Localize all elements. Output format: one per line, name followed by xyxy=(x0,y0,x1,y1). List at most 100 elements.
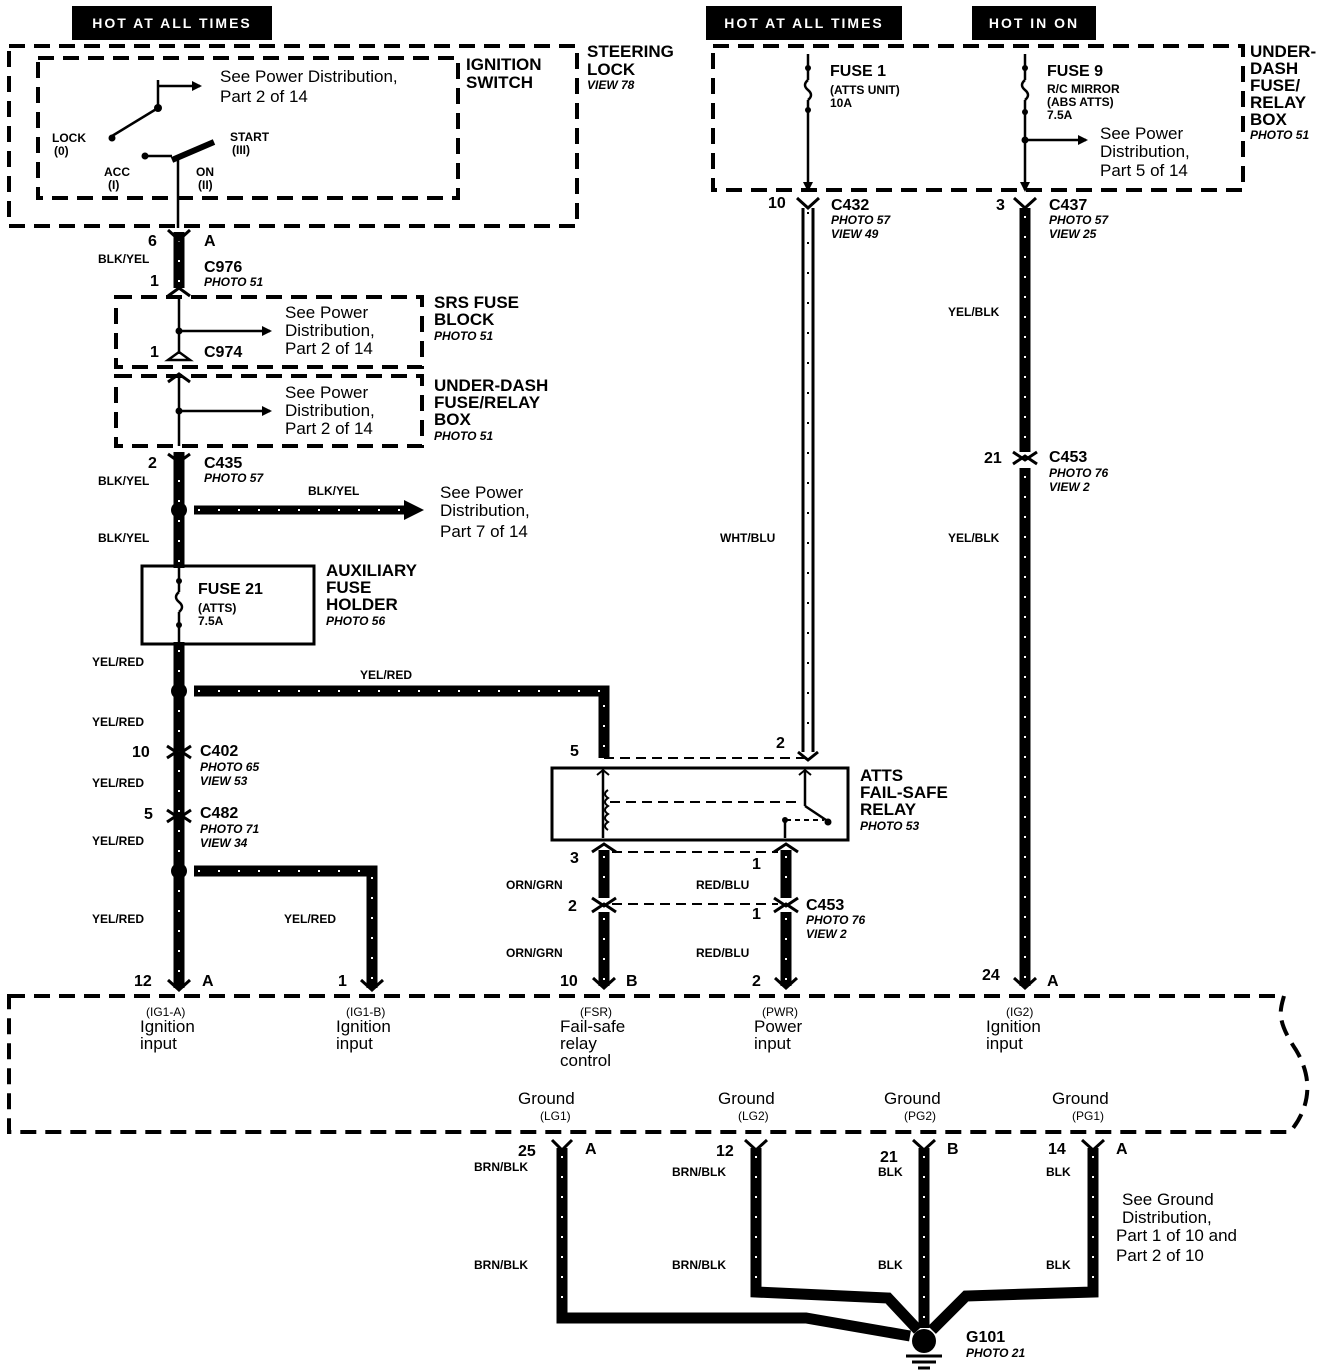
ground-2-label: Ground xyxy=(718,1089,775,1108)
yel-blk-wire xyxy=(1012,196,1038,991)
ground-3-wire-2: BLK xyxy=(878,1258,903,1272)
hot-badge-right: HOT IN ON xyxy=(972,6,1096,40)
c976-photo: PHOTO 51 xyxy=(204,275,263,289)
unit-p5-line2: input xyxy=(986,1034,1023,1053)
g101-name: G101 xyxy=(966,1329,1005,1346)
fuse1-sub: (ATTS UNIT) xyxy=(830,83,900,97)
ground-3-letter: B xyxy=(947,1141,959,1158)
c437-photo: PHOTO 57 xyxy=(1049,213,1109,227)
underdash-left-photo: PHOTO 51 xyxy=(434,429,493,443)
relay-photo: PHOTO 53 xyxy=(860,819,919,833)
ignition-lock-label: LOCK xyxy=(52,131,86,145)
ground-4-label: Ground xyxy=(1052,1089,1109,1108)
srs-photo: PHOTO 51 xyxy=(434,329,493,343)
ignition-switch-title-2: SWITCH xyxy=(466,73,533,92)
underdash-left-title-2: FUSE/RELAY xyxy=(434,393,541,412)
relay-title-2: FAIL-SAFE xyxy=(860,783,948,802)
c453-right-name: C453 xyxy=(1049,449,1087,466)
ground-3-label: Ground xyxy=(884,1089,941,1108)
ground-2-wire-2: BRN/BLK xyxy=(672,1258,726,1272)
unit-p4-code: (PWR) xyxy=(762,1005,798,1019)
hot-badge-left: HOT AT ALL TIMES xyxy=(72,6,272,40)
c435-pin: 2 xyxy=(148,455,157,472)
srs-see-2: Distribution, xyxy=(285,321,375,340)
c435-see-1: See Power xyxy=(440,483,523,502)
steering-lock-box xyxy=(7,44,579,228)
unit-p5-code: (IG2) xyxy=(1006,1005,1033,1019)
left-wire-5: YEL/RED xyxy=(92,912,144,926)
unit-p3-code: (FSR) xyxy=(580,1005,612,1019)
c435-see-2: Distribution, xyxy=(440,501,530,520)
g101-ground-icon xyxy=(906,1329,942,1370)
relay-out-pin1: 1 xyxy=(752,906,761,923)
c482-view: VIEW 34 xyxy=(200,836,248,850)
fuse-21-symbol xyxy=(174,568,184,642)
left-wire-3: YEL/RED xyxy=(92,776,144,790)
unit-p2-code: (IG1-B) xyxy=(346,1005,385,1019)
hot-badge-right-text: HOT IN ON xyxy=(989,15,1079,31)
ground-see-2: Distribution, xyxy=(1122,1208,1212,1227)
srs-pin: 1 xyxy=(150,344,159,361)
relay-pin5: 5 xyxy=(570,743,579,760)
underdash-right-photo: PHOTO 51 xyxy=(1250,128,1309,142)
aux-fuse-sub: (ATTS) xyxy=(198,601,236,615)
srs-title-1: SRS FUSE xyxy=(434,293,519,312)
ignition-see-2: Part 2 of 14 xyxy=(220,87,308,106)
relay-out-pin2: 2 xyxy=(568,898,577,915)
aux-title-1: AUXILIARY xyxy=(326,561,418,580)
c435-photo: PHOTO 57 xyxy=(204,471,264,485)
ignition-on-sub: (II) xyxy=(198,178,213,192)
unit-p1-line1: Ignition xyxy=(140,1017,195,1036)
wht-blu-wire xyxy=(795,196,821,762)
relay-pin3: 3 xyxy=(570,850,579,867)
ground-1-wire-2: BRN/BLK xyxy=(474,1258,528,1272)
c432-name: C432 xyxy=(831,197,869,214)
c482-pin: 5 xyxy=(144,806,153,823)
ignition-see-1: See Power Distribution, xyxy=(220,67,398,86)
c453-right-pin: 21 xyxy=(984,450,1002,467)
c976-pin-top: 6 xyxy=(148,233,157,250)
fuse1-amp: 10A xyxy=(830,96,852,110)
c435-wire-2: BLK/YEL xyxy=(98,531,149,545)
hot-badge-left-text: HOT AT ALL TIMES xyxy=(92,15,252,31)
c974-name: C974 xyxy=(204,344,242,361)
unit-p3-pin: 10 xyxy=(560,973,578,990)
unit-p4-line2: input xyxy=(754,1034,791,1053)
unit-p3-line2: relay xyxy=(560,1034,597,1053)
unit-p5-letter: A xyxy=(1047,973,1059,990)
ignition-acc-sub: (I) xyxy=(108,178,119,192)
ground-3-pin: 21 xyxy=(880,1149,898,1166)
relay-title-1: ATTS xyxy=(860,766,903,785)
c453-mid-photo: PHOTO 76 xyxy=(806,913,865,927)
srs-see-3: Part 2 of 14 xyxy=(285,339,373,358)
relay-box xyxy=(550,766,850,842)
unit-p2-pin: 1 xyxy=(338,973,347,990)
ground-1-code: (LG1) xyxy=(540,1109,571,1123)
underdash-left-see-2: Distribution, xyxy=(285,401,375,420)
left-wire-6: YEL/RED xyxy=(284,912,336,926)
c435-name: C435 xyxy=(204,455,242,472)
g101-photo: PHOTO 21 xyxy=(966,1346,1025,1360)
fuse9-sub2: (ABS ATTS) xyxy=(1047,95,1114,109)
srs-title-2: BLOCK xyxy=(434,310,495,329)
ignition-switch-title-1: IGNITION xyxy=(466,55,542,74)
ground-4-wire-2: BLK xyxy=(1046,1258,1071,1272)
relay-pin2: 2 xyxy=(776,735,785,752)
underdash-left-title-3: BOX xyxy=(434,410,472,429)
fuse9-sub1: R/C MIRROR xyxy=(1047,82,1120,96)
fuse9-name: FUSE 9 xyxy=(1047,63,1103,80)
underdash-left-title-1: UNDER-DASH xyxy=(434,376,548,395)
fuse9-amp: 7.5A xyxy=(1047,108,1073,122)
ground-1-label: Ground xyxy=(518,1089,575,1108)
relay-internals xyxy=(596,768,832,838)
c976-name: C976 xyxy=(204,259,242,276)
steering-lock-title-1: STEERING xyxy=(587,42,674,61)
underdash-left-see-3: Part 2 of 14 xyxy=(285,419,373,438)
ground-3-code: (PG2) xyxy=(904,1109,936,1123)
relay-output-wires xyxy=(591,842,799,991)
aux-photo: PHOTO 56 xyxy=(326,614,385,628)
c402-view: VIEW 53 xyxy=(200,774,248,788)
ignition-switch-symbol xyxy=(108,80,216,228)
relay-wire-orn-1: ORN/GRN xyxy=(506,878,563,892)
